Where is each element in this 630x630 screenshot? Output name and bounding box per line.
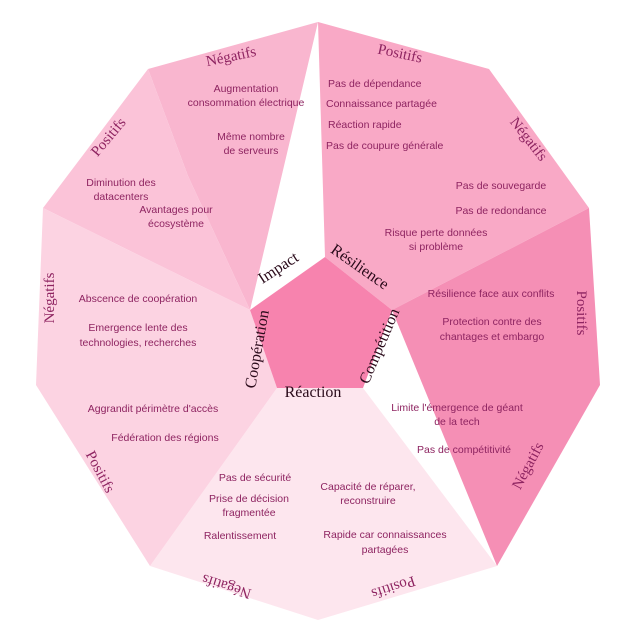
- resilience-pos-item: Pas de coupure générale: [326, 140, 443, 152]
- competition-region: [392, 208, 600, 566]
- cooperation-negatifs-header: Négatifs: [42, 272, 58, 323]
- impact-positifs-region: [43, 69, 250, 310]
- impact-negatifs-region: [148, 22, 318, 310]
- cooperation-pos-item: Aggrandit périmètre d'accès: [88, 403, 218, 415]
- reaction-pos-item: Capacité de réparer,reconstruire: [320, 481, 415, 507]
- resilience-pos-item: Réaction rapide: [328, 119, 402, 131]
- reaction-region: [150, 388, 497, 620]
- cooperation-pos-item: Fédération des régions: [111, 432, 218, 444]
- reaction-neg-item: Pas de sécurité: [219, 472, 292, 484]
- resilience-region: [318, 22, 589, 310]
- reaction-neg-item: Ralentissement: [204, 530, 276, 542]
- competition-pos-item: Résilience face aux conflits: [428, 288, 555, 300]
- competition-positifs-header: Positifs: [573, 290, 589, 335]
- cooperation-region: [36, 208, 277, 566]
- competition-neg-item: Pas de compétitivité: [417, 444, 511, 456]
- center-pentagon: [250, 257, 392, 388]
- resilience-pos-item: Pas de dépendance: [328, 78, 422, 90]
- resilience-neg-item: Pas de redondance: [455, 205, 546, 217]
- resilience-pos-item: Connaissance partagée: [326, 98, 437, 110]
- cooperation-neg-item: Abscence de coopération: [79, 293, 198, 305]
- center-label-reaction: Réaction: [285, 384, 342, 401]
- resilience-neg-item: Pas de souvegarde: [456, 180, 547, 192]
